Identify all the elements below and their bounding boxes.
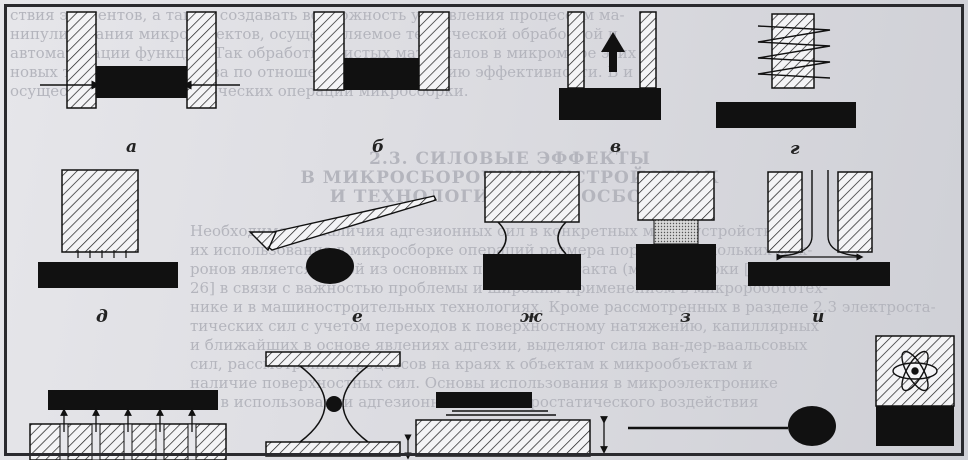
background-line: и ближайших в основе явлениях адгезии, в… xyxy=(190,336,808,354)
background-line: тических сил с учетом переходов к поверх… xyxy=(190,317,820,335)
label-g: г xyxy=(790,139,800,159)
label-b: б xyxy=(372,137,384,157)
label-z: з xyxy=(680,307,691,327)
label-i: и xyxy=(812,307,824,327)
background-heading-line: 2.3. СИЛОВЫЕ ЭФФЕКТЫ xyxy=(369,149,651,169)
diagram-bottom-3 xyxy=(415,392,608,457)
label-d: д xyxy=(96,307,108,327)
label-a: а xyxy=(126,137,137,157)
diagram-i xyxy=(748,170,890,286)
diagram-a xyxy=(40,11,240,109)
diagram-z xyxy=(636,171,716,290)
label-zh: ж xyxy=(520,307,543,327)
diagram-v xyxy=(559,11,661,120)
background-line: нике и в машиностроительных технологиях.… xyxy=(190,298,936,316)
diagram-bottom-2 xyxy=(265,351,412,460)
background-line: наличие поверхностных сил. Основы исполь… xyxy=(190,374,778,392)
diagram-bottom-1 xyxy=(29,390,227,460)
label-e: е xyxy=(352,307,363,327)
atom-icon xyxy=(892,350,938,392)
label-v: в xyxy=(610,137,621,157)
diagram-bottom-5 xyxy=(875,335,955,446)
diagram-zh xyxy=(483,171,581,290)
diagram-b xyxy=(313,11,450,91)
diagram-d xyxy=(38,169,178,288)
diagram-e xyxy=(248,195,437,284)
diagram-bottom-4 xyxy=(628,406,836,446)
diagram-g xyxy=(716,13,856,128)
